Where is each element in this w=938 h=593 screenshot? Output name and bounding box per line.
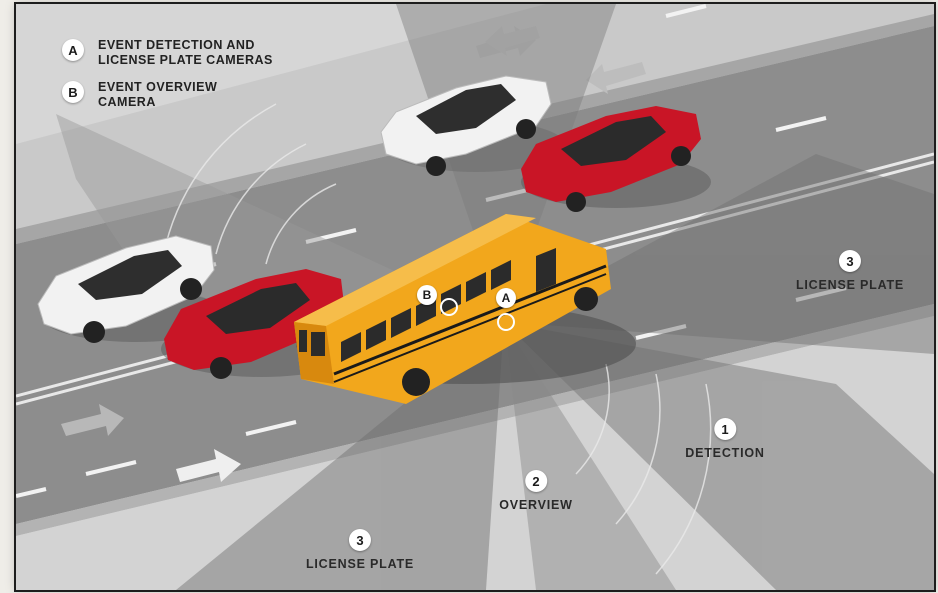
zone-number-badge: 3: [349, 529, 371, 551]
zone-name: OVERVIEW: [499, 498, 573, 512]
zone-name: LICENSE PLATE: [305, 557, 415, 571]
diagram-frame: A EVENT DETECTION AND LICENSE PLATE CAME…: [16, 4, 934, 590]
zone-license-plate-right: [504, 154, 934, 354]
zone-license-plate-right-label: 3 LICENSE PLATE: [796, 250, 904, 292]
legend: A EVENT DETECTION AND LICENSE PLATE CAME…: [62, 38, 273, 122]
camera-marker-b: B: [417, 285, 437, 305]
zone-number-badge: 1: [714, 418, 736, 440]
arrow-oncoming-1: [485, 26, 540, 56]
legend-badge: B: [62, 81, 84, 103]
arrow-right-lane-2: [176, 449, 241, 482]
camera-b-lens: [440, 298, 458, 316]
arrow-right-lane-1: [61, 404, 124, 436]
zone-detection: [504, 322, 934, 590]
zone-license-plate-left-label: 3 LICENSE PLATE: [306, 529, 414, 571]
legend-item-a: A EVENT DETECTION AND LICENSE PLATE CAME…: [62, 38, 273, 68]
camera-marker-a: A: [496, 288, 516, 308]
near-curb: [16, 304, 934, 536]
legend-badge: A: [62, 39, 84, 61]
legend-label: EVENT DETECTION AND LICENSE PLATE CAMERA…: [98, 38, 273, 67]
bus-stripe: [333, 264, 607, 376]
red-car-top: [521, 106, 711, 212]
zone-detection-label: 1 DETECTION: [685, 418, 764, 460]
zone-number-badge: 2: [524, 470, 547, 492]
legend-label: EVENT OVERVIEW CAMERA: [98, 80, 218, 109]
legend-item-b: B EVENT OVERVIEW CAMERA: [62, 80, 273, 110]
sensor-arcs: [165, 103, 712, 575]
camera-a-lens: [497, 313, 515, 331]
bus-body: [294, 214, 611, 404]
near-sidewalk: [16, 316, 934, 590]
lane-dashes-near: [16, 286, 847, 498]
white-car-top: [380, 75, 566, 176]
zone-overview-label: 2 OVERVIEW: [499, 470, 573, 512]
school-bus: [294, 214, 636, 404]
zone-name: DETECTION: [685, 446, 765, 460]
zone-number-badge: 3: [839, 250, 861, 272]
street-scene: [16, 4, 934, 590]
zone-name: LICENSE PLATE: [795, 278, 905, 292]
